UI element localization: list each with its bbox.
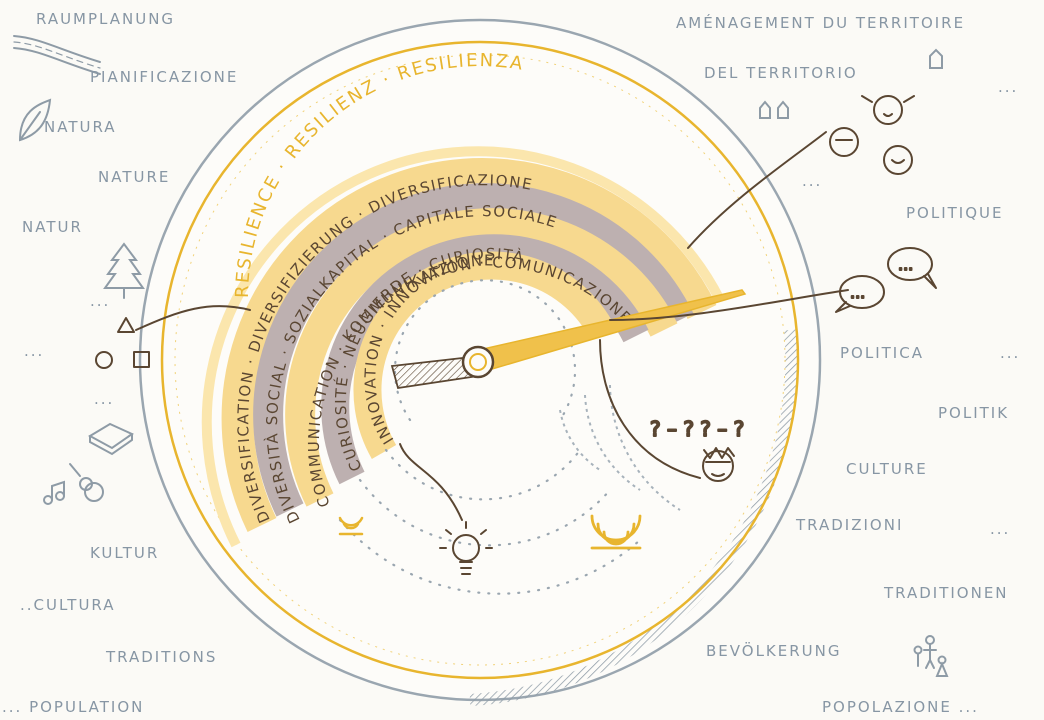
question-marks: ? – ? ? – ?	[650, 417, 744, 441]
label-cultura: ..CULTURA	[20, 596, 116, 614]
label-pianificazione: PIANIFICAZIONE	[90, 68, 238, 86]
label-ellipsis-c: ...	[1000, 344, 1020, 362]
people-faces-icon	[829, 95, 915, 175]
label-amenagement: AMÉNAGEMENT DU TERRITOIRE	[676, 13, 965, 32]
confused-face-icon: ? – ? ? – ?	[649, 416, 745, 482]
label-kultur: KULTUR	[90, 544, 159, 562]
leaf-icon	[18, 98, 52, 142]
label-traditions: TRADITIONS	[105, 648, 217, 666]
label-natur: NATUR	[22, 218, 83, 236]
shapes-icon	[95, 317, 150, 369]
label-traditionen: TRADITIONEN	[883, 584, 1009, 602]
label-bevoelkerung: BEVÖLKERUNG	[706, 641, 842, 660]
left-labels: RAUMPLANUNG PIANIFICAZIONE NATURA NATURE…	[2, 10, 238, 716]
speech-text-1: ...	[898, 255, 913, 274]
label-politica: POLITICA	[840, 344, 924, 362]
speech-text-2: ...	[850, 283, 865, 302]
label-nature: NATURE	[98, 168, 170, 186]
signal-arcs	[559, 384, 681, 511]
label-tradizioni: TRADIZIONI	[795, 516, 903, 534]
label-ellipsis-d: ...	[990, 520, 1010, 538]
label-raumplanung: RAUMPLANUNG	[36, 10, 175, 28]
label-ellipsis-1: ...	[90, 292, 110, 310]
label-politik: POLITIK	[938, 404, 1009, 422]
road-icon	[13, 35, 101, 75]
label-ellipsis-3: ...	[94, 390, 114, 408]
label-ellipsis-2: ...	[24, 342, 44, 360]
label-del-territorio: DEL TERRITORIO	[704, 64, 858, 82]
right-labels: AMÉNAGEMENT DU TERRITOIRE DEL TERRITORIO…	[676, 13, 1020, 716]
antenna-large-icon	[590, 514, 642, 550]
dial-needle	[390, 289, 747, 390]
antenna-small-icon	[338, 516, 364, 536]
ring-bands	[201, 146, 725, 548]
speech-bubbles-icon: ... ...	[835, 247, 937, 313]
book-icon	[87, 422, 135, 456]
people-figures-icon	[913, 635, 949, 677]
label-culture: CULTURE	[846, 460, 928, 478]
houses-icon	[759, 48, 943, 119]
label-politique: POLITIQUE	[906, 204, 1003, 222]
label-ellipsis-a: ...	[998, 78, 1018, 96]
label-ellipsis-b: ...	[802, 172, 822, 190]
lightbulb-icon	[399, 443, 493, 575]
label-population: ... POPULATION	[2, 698, 144, 716]
music-guitar-icon	[43, 463, 104, 505]
label-natura: NATURA	[44, 118, 117, 136]
inner-dotted-arcs	[338, 279, 642, 595]
connector-lines	[135, 131, 849, 479]
label-popolazione: POPOLAZIONE ...	[822, 698, 979, 716]
tree-icon	[103, 242, 145, 299]
